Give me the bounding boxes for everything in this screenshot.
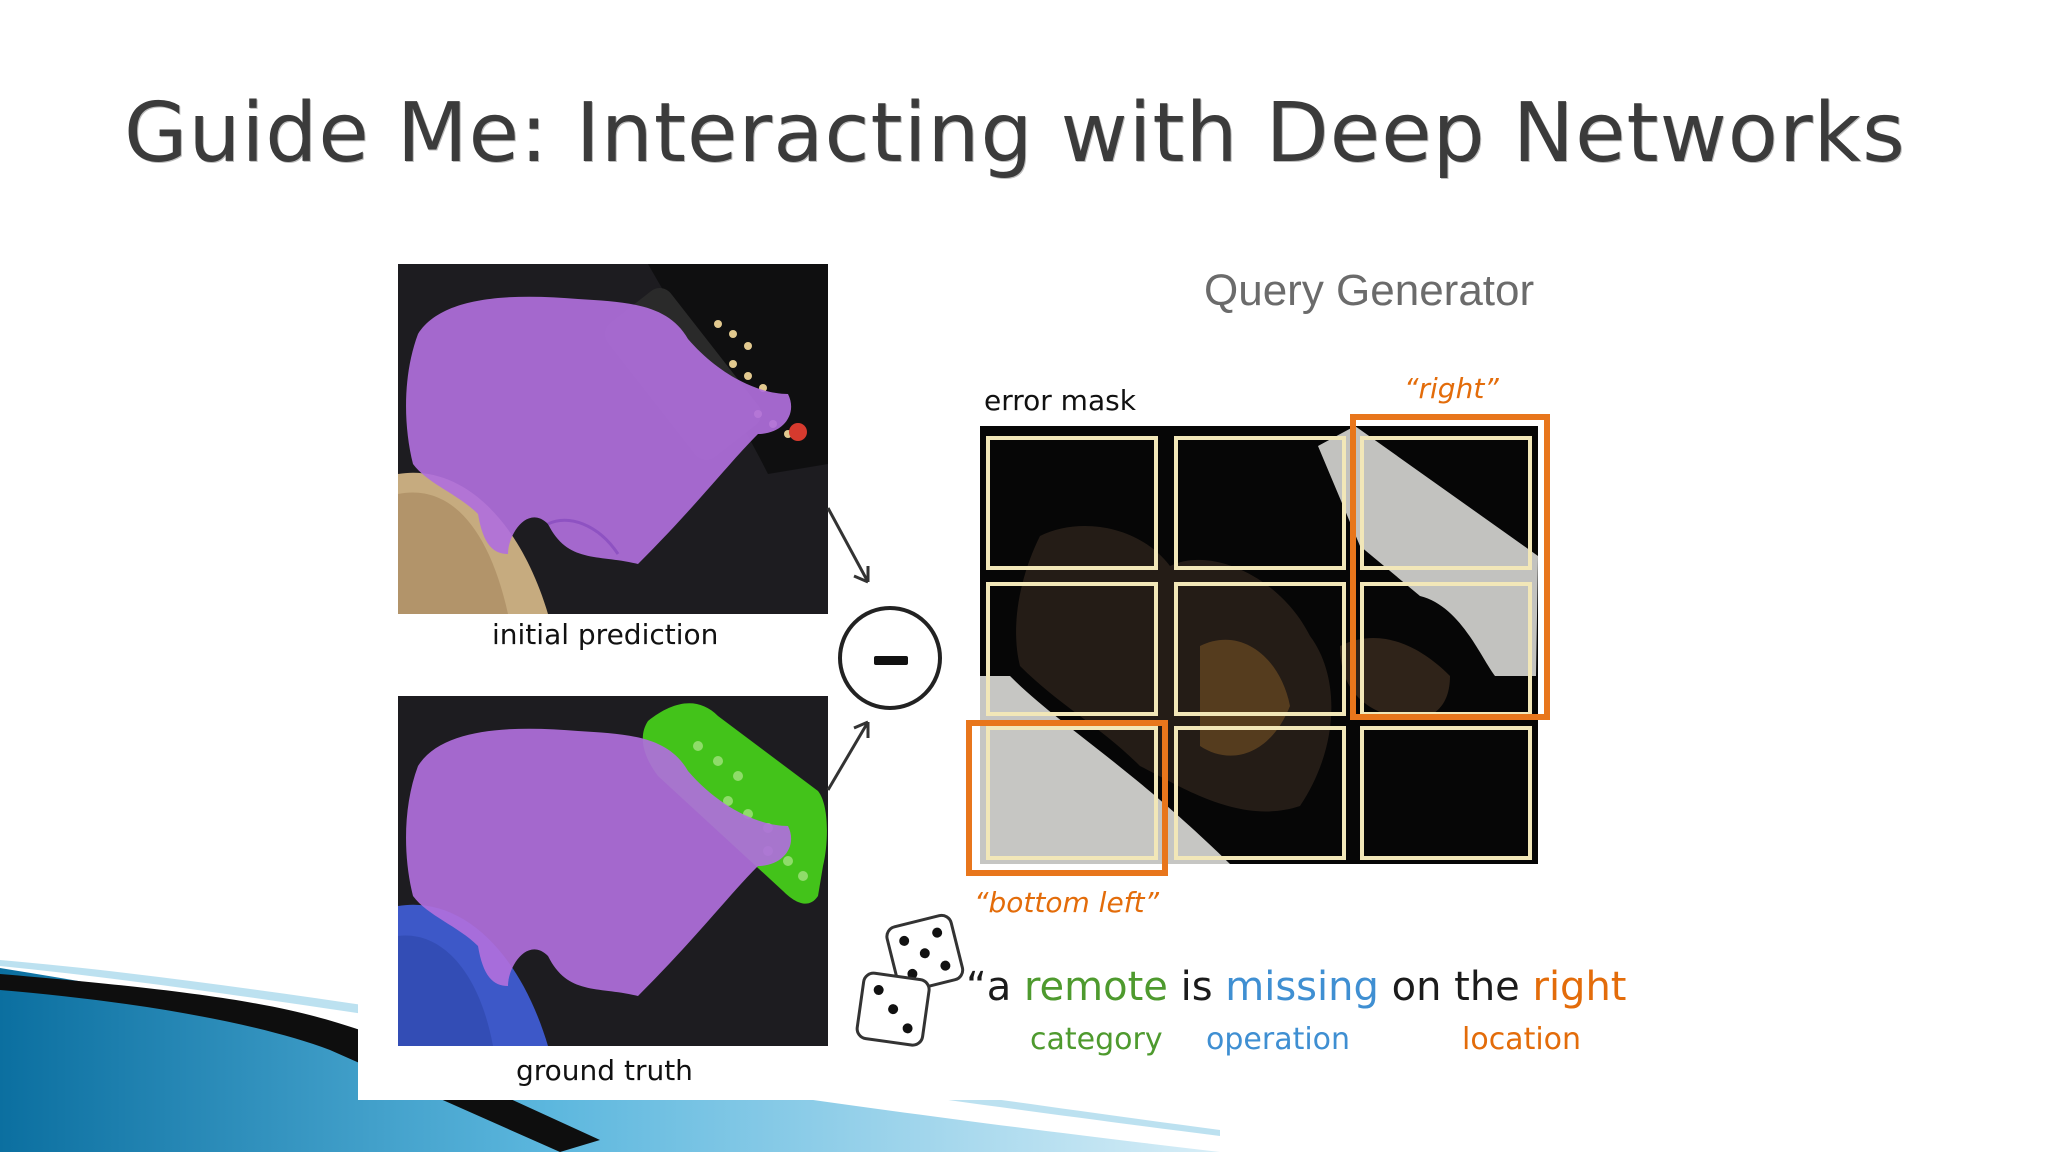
right-highlight-box [1350,414,1550,720]
category-label: category [1030,1022,1163,1057]
grid-cell [1174,436,1346,570]
location-label: location [1462,1022,1582,1057]
ground-truth-caption: ground truth [516,1054,693,1087]
dice-icon [855,913,965,1047]
query-generator-title: Query Generator [1204,266,1535,315]
sentence-open: “a [966,964,1024,1010]
error-mask-grid [980,426,1538,864]
word-remote: remote [1023,964,1168,1010]
error-mask-label: error mask [984,384,1136,417]
grid-cell [986,436,1158,570]
grid-cell [1360,726,1532,860]
query-sentence: “a remote is missing on the right [966,964,1626,1010]
right-location-label: “right” [1404,372,1499,405]
arrow-icon [826,507,870,791]
minus-sign [874,656,908,665]
grid-cell [1174,726,1346,860]
word-on-the: on the [1378,964,1533,1010]
grid-cell [1360,436,1532,570]
initial-prediction-caption: initial prediction [492,618,719,651]
grid-cell [986,582,1158,716]
operation-label: operation [1206,1022,1351,1057]
grid-cell [1174,582,1346,716]
initial-prediction-image [398,264,828,614]
bottom-left-location-label: “bottom left” [974,886,1160,919]
ground-truth-image [398,696,828,1046]
word-right: right [1532,964,1627,1010]
bottom-left-highlight-box [966,720,1168,876]
grid-cell [986,726,1158,860]
word-missing: missing [1225,964,1379,1010]
word-is: is [1167,964,1226,1010]
slide-title: Guide Me: Interacting with Deep Networks [124,86,1906,181]
